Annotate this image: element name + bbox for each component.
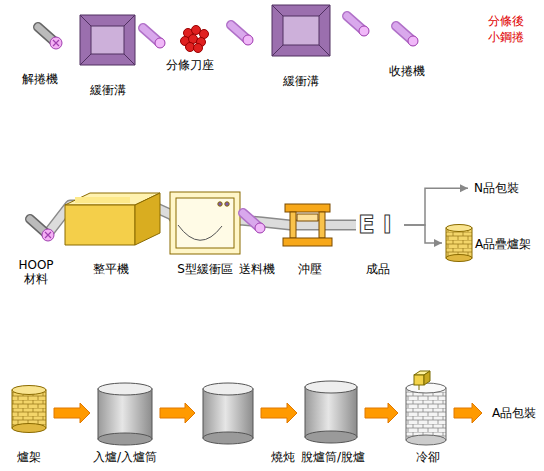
flow-arrow xyxy=(454,403,482,423)
flow-arrow xyxy=(454,403,482,423)
machine-icon: 收捲機 xyxy=(394,23,418,47)
node-label: 分條刀座 xyxy=(166,58,214,72)
node-label: 成品 xyxy=(366,262,390,276)
flow-arrow xyxy=(365,403,398,423)
drum-icon: 燒炖 xyxy=(203,383,253,444)
node-label: 燒炖 xyxy=(271,450,295,464)
drum-icon: 脫爐筒/脫爐 xyxy=(305,381,357,443)
node-label: 送料機 xyxy=(239,262,275,276)
node-label: 脫爐筒/脫爐 xyxy=(301,450,365,464)
product-mark: EI xyxy=(358,210,400,240)
node-label: 沖壓 xyxy=(298,262,322,276)
node-label: 爐架 xyxy=(17,450,41,464)
node-label: 解捲機 xyxy=(22,72,58,86)
slitter-head: 分條刀座 xyxy=(182,25,209,53)
node-label: S型緩衝區 xyxy=(177,262,233,276)
node-label: 緩衝溝 xyxy=(90,83,126,97)
flow-arrow xyxy=(365,403,398,423)
connector-line xyxy=(404,188,468,225)
output-label: N品包裝 xyxy=(472,179,521,197)
node-label: 整平機 xyxy=(93,262,129,276)
node-label: HOOP 材料 xyxy=(13,258,59,287)
node-label: 緩衝溝 xyxy=(283,74,319,88)
flow-arrow xyxy=(54,403,90,423)
flow-arrow xyxy=(160,403,195,423)
flow-arrow xyxy=(404,184,468,225)
stack-icon: 爐架 xyxy=(12,386,46,432)
flow-arrow xyxy=(261,403,297,423)
arrow-head xyxy=(434,239,442,247)
buffer-trough: 緩衝溝 xyxy=(272,5,330,56)
flow-arrow xyxy=(54,403,90,423)
node-label: 收捲機 xyxy=(389,64,425,78)
machine-box: 整平機 xyxy=(65,193,160,245)
note-label: 分條後 小鋼捲 xyxy=(488,14,532,45)
arrow-head xyxy=(460,184,468,192)
flow-arrow xyxy=(261,403,297,423)
node-label: N品包裝 xyxy=(474,181,519,195)
node-label: 入爐/入爐筒 xyxy=(93,450,157,464)
machine-icon: 送料機 xyxy=(241,210,264,234)
node-label: A品包裝 xyxy=(492,406,536,420)
drum-icon: 入爐/入爐筒 xyxy=(98,383,152,445)
flow-arrow xyxy=(160,403,195,423)
node-label: A品疊爐架 xyxy=(475,237,531,251)
node-label: 冷卻 xyxy=(416,450,440,464)
press-icon: 沖壓 xyxy=(283,204,332,246)
machine-icon: 解捲機 xyxy=(34,22,62,50)
product-box: EI成品 xyxy=(358,210,400,240)
cooling-icon: 冷卻 xyxy=(406,370,446,445)
output-label: A品包裝 xyxy=(490,404,538,422)
material-coil: HOOP 材料 xyxy=(28,217,54,241)
flow-arrow xyxy=(404,225,442,247)
buffer-trough: 緩衝溝 xyxy=(80,15,135,65)
buffer-box: S型緩衝區 xyxy=(170,192,240,254)
stack-icon: A品疊爐架 xyxy=(446,224,472,262)
